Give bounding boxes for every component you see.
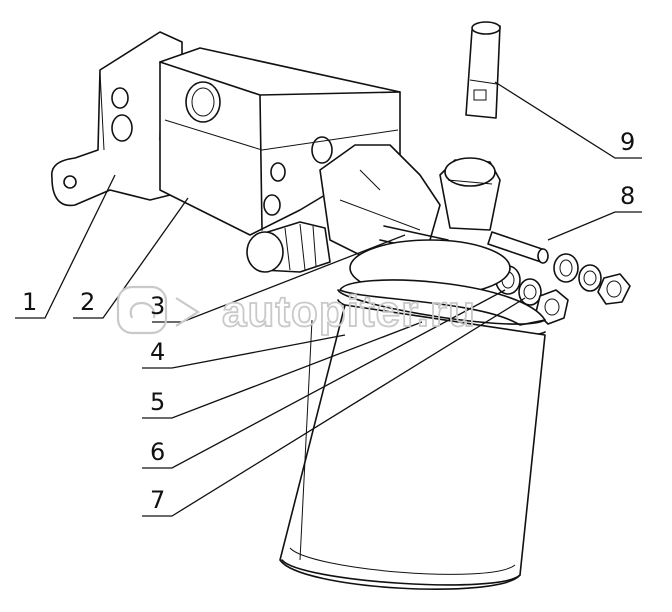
callout-7: 7 [150, 486, 165, 514]
callout-2: 2 [80, 288, 95, 316]
filter-canister-part [279, 239, 546, 590]
watermark: autopiter.ru [116, 285, 476, 337]
callout-8: 8 [620, 182, 635, 210]
banjo-fitting-part [246, 144, 441, 273]
watermark-text: autopiter.ru [222, 287, 476, 336]
callout-5: 5 [150, 388, 165, 416]
callout-3: 3 [150, 292, 165, 320]
callout-labels: 1 2 3 4 5 6 7 8 9 [22, 128, 635, 514]
callout-1: 1 [22, 288, 37, 316]
filter-head-part [439, 157, 501, 231]
callout-9: 9 [620, 128, 635, 156]
callout-4: 4 [150, 338, 165, 366]
callout-6: 6 [150, 438, 165, 466]
pipe-part [465, 21, 501, 119]
